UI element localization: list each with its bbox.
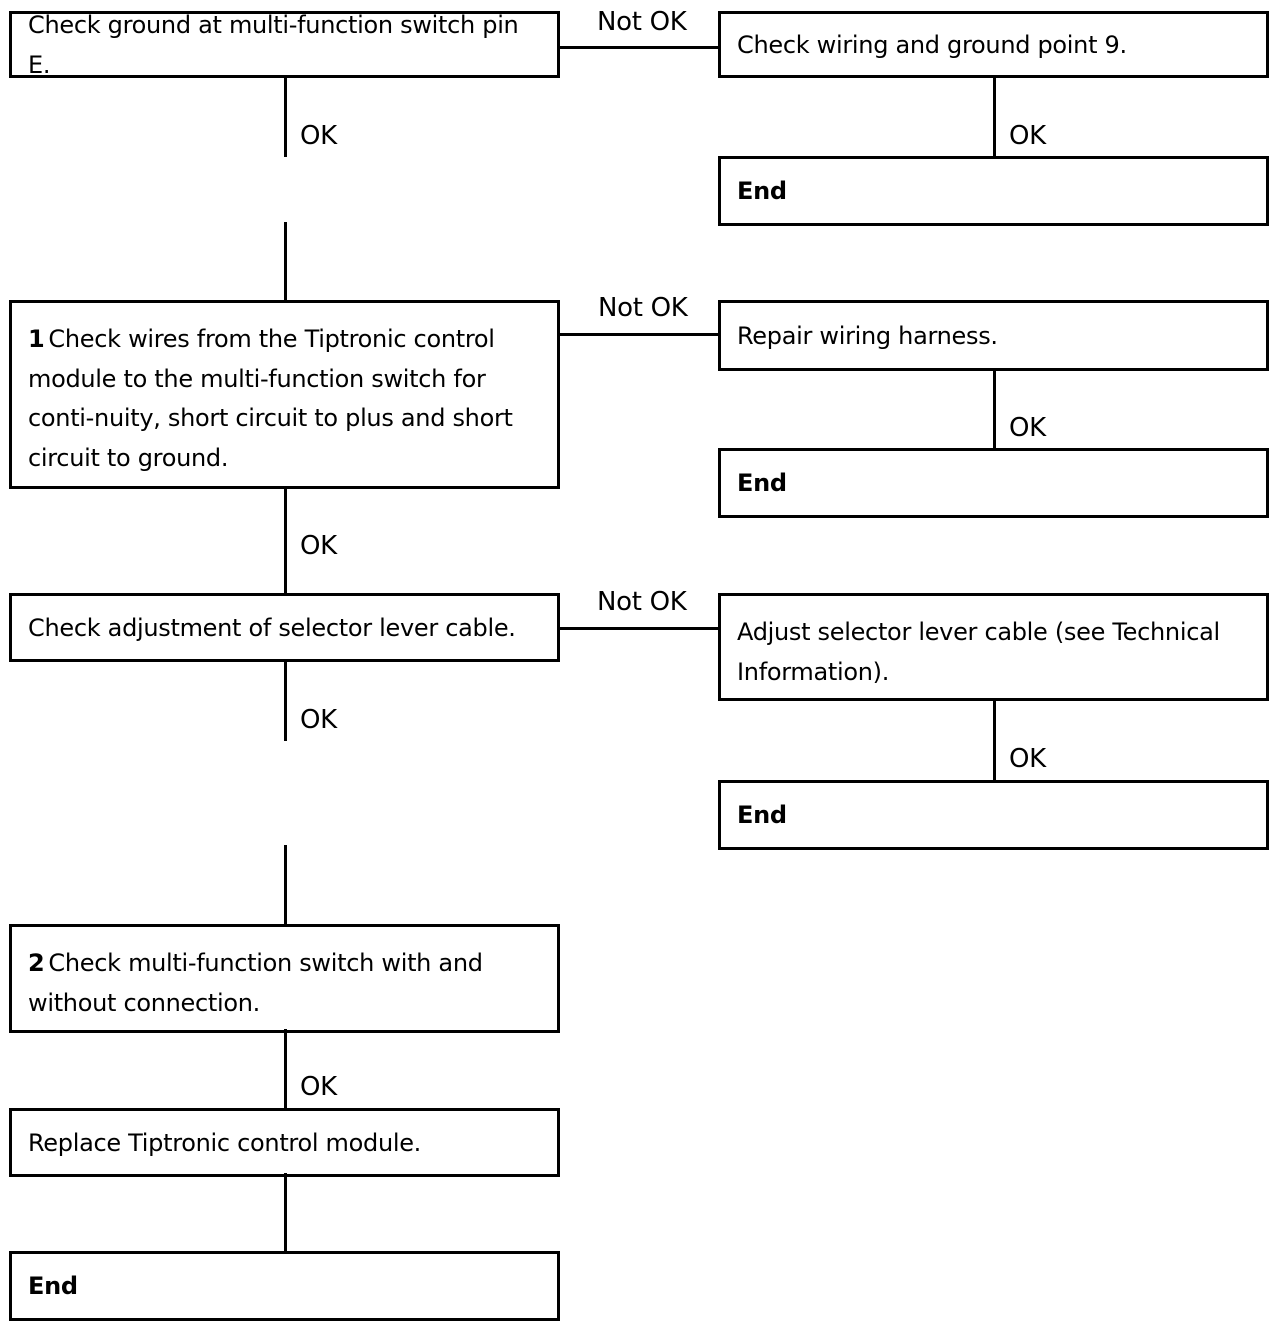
connector-line (560, 627, 718, 630)
action-repair-harness-text: Repair wiring harness. (737, 321, 998, 350)
action-repair-harness: Repair wiring harness. (718, 300, 1269, 371)
connector-line (993, 371, 996, 448)
not-ok-label: Not OK (597, 7, 687, 37)
step-check-selector-adjustment: Check adjustment of selector lever cable… (9, 593, 560, 662)
connector-line (284, 845, 287, 924)
ok-label: OK (300, 531, 337, 561)
connector-line (993, 701, 996, 780)
connector-line (284, 1173, 287, 1251)
end-box-1: End (718, 156, 1269, 226)
end-1-text: End (737, 177, 787, 205)
end-2-text: End (737, 469, 787, 497)
connector-line (560, 333, 718, 336)
ok-label: OK (1009, 121, 1046, 151)
action-check-wiring-text: Check wiring and ground point 9. (737, 30, 1127, 59)
not-ok-label: Not OK (598, 293, 688, 323)
connector-line (993, 78, 996, 156)
ok-label: OK (300, 1072, 337, 1102)
connector-line (284, 1029, 287, 1108)
step-check-ground-text: Check ground at multi-function switch pi… (28, 10, 519, 79)
end-box-2: End (718, 448, 1269, 518)
ok-label: OK (300, 705, 337, 735)
end-main-text: End (28, 1272, 78, 1300)
connector-line (284, 222, 287, 300)
action-check-wiring: Check wiring and ground point 9. (718, 11, 1269, 78)
step-check-switch-text: Check multi-function switch with and wit… (28, 949, 483, 1017)
step-check-ground: Check ground at multi-function switch pi… (9, 11, 560, 79)
ok-label: OK (300, 121, 337, 151)
not-ok-label: Not OK (597, 587, 687, 617)
action-adjust-selector-cable-text: Adjust selector lever cable (see Technic… (737, 618, 1220, 686)
ok-label: OK (1009, 413, 1046, 443)
connector-line (284, 662, 287, 741)
connector-line (284, 489, 287, 593)
ok-label: OK (1009, 744, 1046, 774)
connector-line (560, 46, 718, 49)
step-check-selector-adjustment-text: Check adjustment of selector lever cable… (28, 613, 516, 642)
connector-line (284, 78, 287, 157)
end-box-main: End (9, 1251, 560, 1321)
step-number-1: 1 (28, 325, 45, 353)
step-replace-module-text: Replace Tiptronic control module. (28, 1128, 422, 1157)
step-check-wires-text: Check wires from the Tiptronic control m… (28, 325, 513, 472)
end-3-text: End (737, 801, 787, 829)
step-number-2: 2 (28, 949, 45, 977)
action-adjust-selector-cable: Adjust selector lever cable (see Technic… (718, 593, 1269, 701)
step-replace-module: Replace Tiptronic control module. (9, 1108, 560, 1177)
end-box-3: End (718, 780, 1269, 850)
